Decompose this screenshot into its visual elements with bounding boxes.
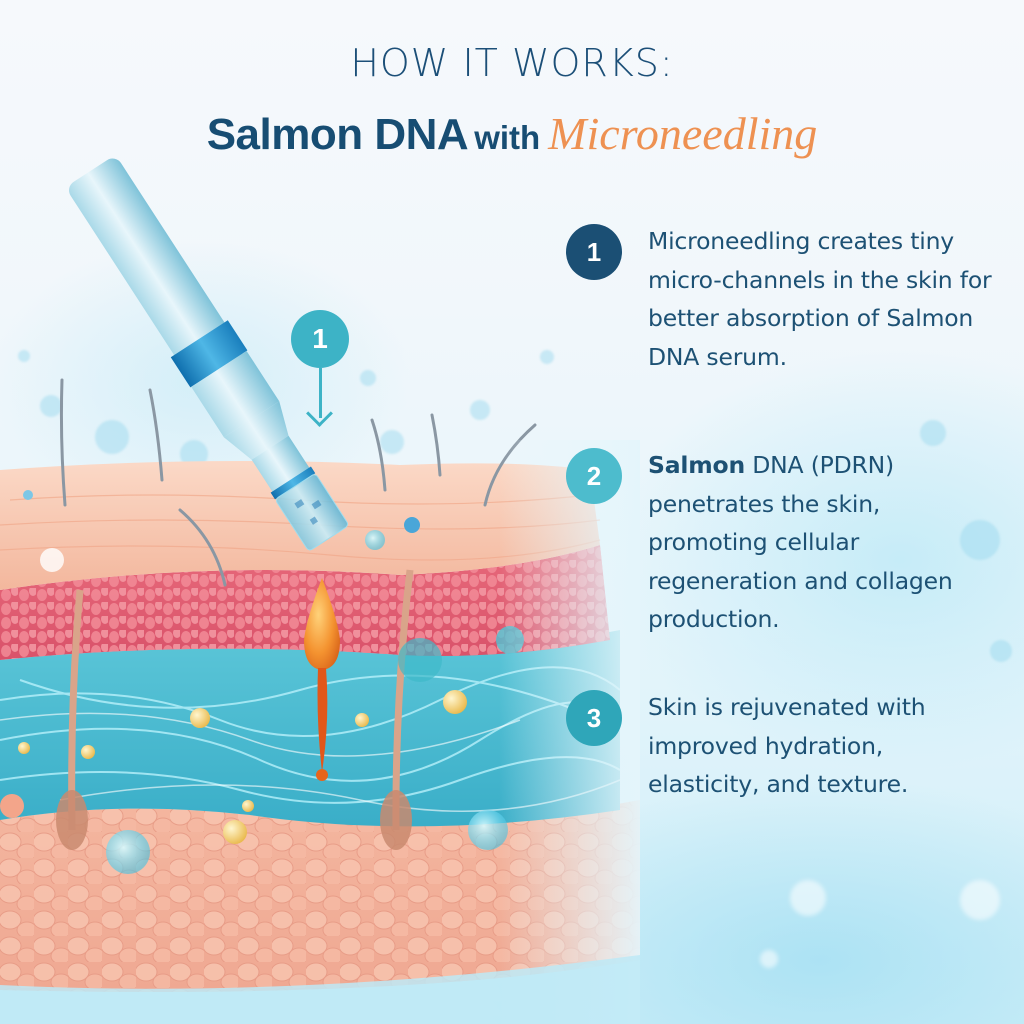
step-description: DNA (PDRN) penetrates the skin, promotin… bbox=[648, 451, 953, 633]
title-main: Salmon DNA bbox=[206, 110, 469, 159]
step-description: Microneedling creates tiny micro-channel… bbox=[648, 227, 992, 371]
step-item: 1 Microneedling creates tiny micro-chann… bbox=[566, 222, 998, 376]
step-text: Microneedling creates tiny micro-channel… bbox=[648, 222, 998, 376]
title-accent: Microneedling bbox=[548, 108, 818, 159]
title-with: with bbox=[474, 119, 541, 156]
step-description: Skin is rejuvenated with improved hydrat… bbox=[648, 693, 926, 798]
marker-badge: 1 bbox=[291, 310, 349, 368]
skin-cross-section-graphic bbox=[0, 158, 640, 1024]
step-text: Skin is rejuvenated with improved hydrat… bbox=[648, 688, 998, 804]
arrow-head-icon bbox=[306, 400, 333, 427]
step-number-badge: 2 bbox=[566, 448, 622, 504]
kicker-heading: HOW IT WORKS: bbox=[350, 41, 674, 85]
step-number-badge: 1 bbox=[566, 224, 622, 280]
down-arrow-icon bbox=[319, 368, 322, 418]
step-emphasis: Salmon bbox=[648, 451, 745, 479]
skin-illustration: 1 bbox=[0, 150, 640, 1024]
step-item: 3 Skin is rejuvenated with improved hydr… bbox=[566, 688, 998, 804]
illustration-step-marker: 1 bbox=[291, 310, 351, 427]
step-number-badge: 3 bbox=[566, 690, 622, 746]
step-text: Salmon DNA (PDRN) penetrates the skin, p… bbox=[648, 446, 998, 639]
step-item: 2 Salmon DNA (PDRN) penetrates the skin,… bbox=[566, 446, 998, 639]
